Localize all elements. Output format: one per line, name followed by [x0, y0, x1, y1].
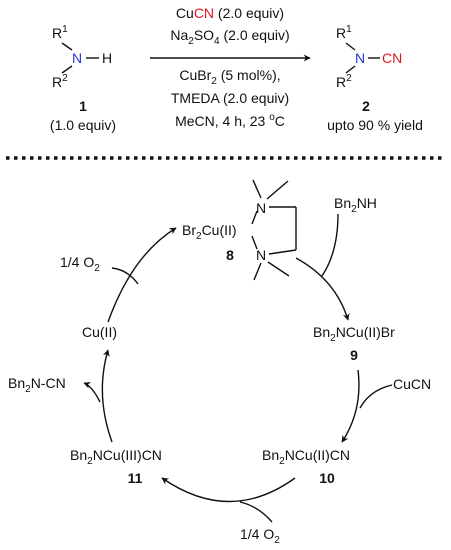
- cu-n-bond-top: [251, 210, 258, 225]
- oxygen-reagent-top: 1/4 O2: [60, 254, 100, 274]
- complex-8-cu-label: Br2Cu(II): [182, 222, 237, 242]
- tmeda-n-bottom: N: [256, 247, 266, 263]
- arrow-9-to-10: [341, 369, 360, 443]
- reactant-nitrogen: N: [72, 50, 82, 66]
- reactant-r1: R1: [52, 24, 68, 41]
- product-number: 2: [362, 98, 370, 114]
- arrow-cucn-in: [359, 384, 393, 409]
- reactant-number: 1: [79, 98, 87, 114]
- condition-cubr2: CuBr2 (5 mol%),: [179, 67, 280, 87]
- bond-product-r1-n: [345, 42, 356, 51]
- condition-solvent-time-temp: MeCN, 4 h, 23 oC: [175, 112, 285, 129]
- intermediate-11: Bn2NCu(III)CN: [70, 447, 162, 467]
- methyl-bottom-1: [253, 262, 262, 281]
- product-cyanamide: R1 N CN R2 2 upto 90 % yield: [327, 24, 423, 133]
- methyl-top-1: [252, 179, 262, 199]
- bond-r2-n: [61, 65, 73, 74]
- arrow-8-to-9: [295, 257, 350, 321]
- copper-ii-species: Cu(II): [82, 324, 117, 340]
- product-yield: upto 90 % yield: [327, 117, 423, 133]
- bond-product-r2-n: [345, 65, 356, 74]
- product-nitrogen: N: [355, 50, 365, 66]
- methyl-bottom-2: [267, 261, 290, 277]
- reaction-conditions: CuCN (2.0 equiv) Na2SO4 (2.0 equiv) CuBr…: [150, 5, 311, 129]
- condition-na2so4: Na2SO4 (2.0 equiv): [170, 27, 289, 47]
- intermediate-9: Bn2NCu(II)Br: [313, 324, 395, 344]
- arrow-cu2-to-8: [107, 227, 177, 323]
- reactant-amine: R1 N H R2 1 (1.0 equiv): [50, 24, 116, 133]
- condition-cucn: CuCN (2.0 equiv): [176, 5, 284, 21]
- reactant-hydrogen: H: [102, 50, 112, 66]
- product-r1: R1: [336, 24, 352, 41]
- arrow-10-to-11: [161, 477, 296, 503]
- arrow-o2-bottom-in: [239, 501, 273, 523]
- tmeda-ch2-bottom: [268, 249, 297, 255]
- oxygen-reagent-bottom: 1/4 O2: [240, 526, 280, 546]
- tmeda-n-top: N: [256, 200, 266, 216]
- cu-n-bond-bottom: [251, 235, 258, 250]
- arrow-bn2nh-in: [321, 213, 339, 277]
- condition-tmeda: TMEDA (2.0 equiv): [171, 90, 289, 106]
- reactant-equiv: (1.0 equiv): [50, 117, 116, 133]
- arrow-o2-top-in: [111, 267, 139, 285]
- intermediate-10: Bn2NCu(II)CN: [262, 447, 350, 467]
- intermediate-10-number: 10: [319, 470, 335, 486]
- complex-8-number: 8: [226, 247, 234, 263]
- intermediate-11-number: 11: [128, 470, 143, 486]
- dibenzylamine-reagent: Bn2NH: [334, 195, 377, 215]
- arrow-product-out: [83, 381, 101, 403]
- product-cn: CN: [382, 50, 402, 66]
- bond-r1-n: [61, 42, 73, 51]
- reactant-r2: R2: [52, 73, 68, 90]
- arrow-11-to-cu2: [101, 349, 113, 443]
- intermediate-9-number: 9: [350, 347, 358, 363]
- product-r2: R2: [336, 73, 352, 90]
- methyl-top-2: [266, 180, 289, 200]
- cucn-reagent: CuCN: [393, 376, 431, 392]
- complex-8-cubr2-tmeda: Br2Cu(II) N N 8: [182, 179, 297, 281]
- product-release-bn2ncn: Bn2N-CN: [8, 375, 66, 395]
